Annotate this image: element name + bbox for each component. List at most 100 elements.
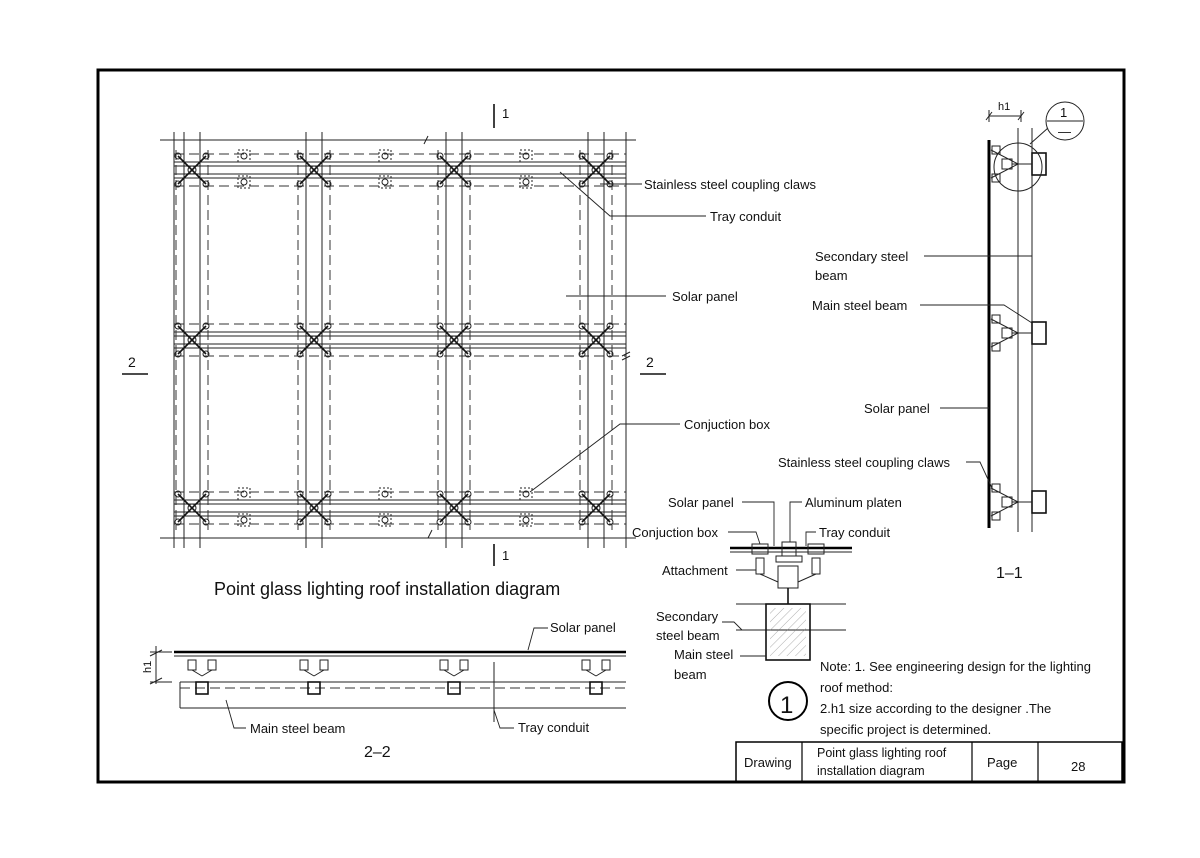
claw-point	[296, 152, 304, 160]
section-mark-top: 1	[502, 106, 509, 121]
plan-coupling-claws	[174, 152, 614, 526]
leader-main-beam	[225, 699, 246, 729]
conjuction-box	[237, 487, 251, 501]
label-secondary-1: Secondary	[656, 609, 719, 624]
claw-point	[578, 180, 586, 188]
conjuction-box-port	[240, 516, 248, 524]
detail-attachment	[811, 557, 821, 575]
conjuction-box	[519, 149, 533, 163]
plan-conjuction-boxes	[237, 149, 533, 527]
label-tray-conduit: Tray conduit	[710, 209, 781, 224]
title-block-page-label: Page	[987, 755, 1017, 770]
detail-number: 1	[780, 692, 793, 719]
claw-arm	[299, 493, 329, 523]
detail-reference-bottom: —	[1058, 124, 1071, 139]
leader-conjuction-box	[728, 531, 761, 545]
leader-tray-conduit	[805, 531, 816, 546]
conjuction-box-port	[381, 178, 389, 186]
claw-hub	[591, 165, 601, 175]
claw-point	[606, 322, 614, 330]
conjuction-box	[378, 175, 392, 189]
claw-point	[464, 350, 472, 358]
claw-point	[202, 518, 210, 526]
break-mark	[423, 135, 433, 539]
conjuction-box	[519, 513, 533, 527]
sheet-border	[96, 68, 1126, 784]
claw-arm	[299, 155, 329, 185]
leader-aluminum-platen	[789, 501, 802, 542]
section-2-2: h1 Solar panel Main steel beam Tray cond…	[142, 620, 626, 761]
h1-label: h1	[998, 101, 1010, 113]
claw-point	[606, 152, 614, 160]
section-1-1: h1 1 — Secondary steel beam Main steel b…	[778, 101, 1085, 582]
conjuction-box-port	[240, 152, 248, 160]
claw-arm	[439, 155, 469, 185]
claw-point	[464, 518, 472, 526]
claw-hub	[449, 335, 459, 345]
claw-bolt	[299, 659, 309, 671]
claw-point	[464, 490, 472, 498]
detail-fitting	[807, 543, 825, 555]
conjuction-box	[378, 149, 392, 163]
claw-hub	[309, 165, 319, 175]
claw-point	[578, 490, 586, 498]
claw-arm	[439, 493, 469, 523]
claw-hub	[449, 165, 459, 175]
conjuction-box	[237, 175, 251, 189]
section-mark-left: 2	[128, 354, 136, 370]
claw-bolt	[459, 659, 469, 671]
claw-arm	[191, 669, 203, 677]
label-solar-panel: Solar panel	[550, 620, 616, 635]
claw-hub	[309, 503, 319, 513]
claw-hub	[591, 503, 601, 513]
claw-arm	[585, 669, 597, 677]
h1-dimension-arrows	[985, 111, 1025, 121]
claw-point	[296, 518, 304, 526]
claw-point	[296, 490, 304, 498]
claw-point	[578, 152, 586, 160]
detail-callout-circle	[993, 142, 1043, 192]
detail-main-beam-hatch	[770, 608, 806, 656]
note-line-3: 2.h1 size according to the designer .The	[820, 701, 1051, 716]
title-block: Drawing Point glass lighting roof instal…	[735, 741, 1123, 783]
claw-arm	[595, 669, 607, 677]
h1-dimension-arrows	[149, 649, 163, 685]
label-coupling-claws: Stainless steel coupling claws	[778, 455, 950, 470]
conjuction-box-port	[381, 516, 389, 524]
section-1-1-claws	[990, 145, 1032, 521]
claw-arm	[177, 493, 207, 523]
claw-point	[296, 322, 304, 330]
detail-aluminum-platen	[775, 555, 803, 563]
claw-point	[464, 152, 472, 160]
plan-grid-horizontal	[160, 139, 636, 539]
claw-point	[202, 180, 210, 188]
claw-hub	[187, 335, 197, 345]
claw-point	[436, 490, 444, 498]
conjuction-box-port	[381, 152, 389, 160]
claw-point	[324, 322, 332, 330]
claw-point	[606, 350, 614, 358]
claw-arm	[581, 155, 611, 185]
conjuction-box	[237, 513, 251, 527]
conjuction-box-port	[240, 490, 248, 498]
title-block-drawing-label: Drawing	[744, 755, 792, 770]
label-solar-panel: Solar panel	[672, 289, 738, 304]
conjuction-box-port	[522, 490, 530, 498]
label-main-2: beam	[674, 667, 707, 682]
claw-arm	[581, 325, 611, 355]
plan-view: 1 1 2 2 Stainless steel coupling claws T…	[122, 104, 816, 599]
leader-solar-panel	[742, 501, 775, 546]
claw-bolt	[991, 342, 1001, 352]
claw-base	[447, 681, 461, 695]
claw-point	[606, 518, 614, 526]
claw-point	[174, 322, 182, 330]
title-block-drawing-name-2: installation diagram	[817, 764, 925, 778]
leader-conjuction-box	[529, 423, 680, 493]
claw-arm	[201, 669, 213, 677]
claw-bolt	[991, 173, 1001, 183]
claw-point	[578, 350, 586, 358]
claw-hub	[591, 335, 601, 345]
label-main-beam: Main steel beam	[812, 298, 907, 313]
detail-leader	[1029, 127, 1049, 145]
claw-point	[324, 180, 332, 188]
